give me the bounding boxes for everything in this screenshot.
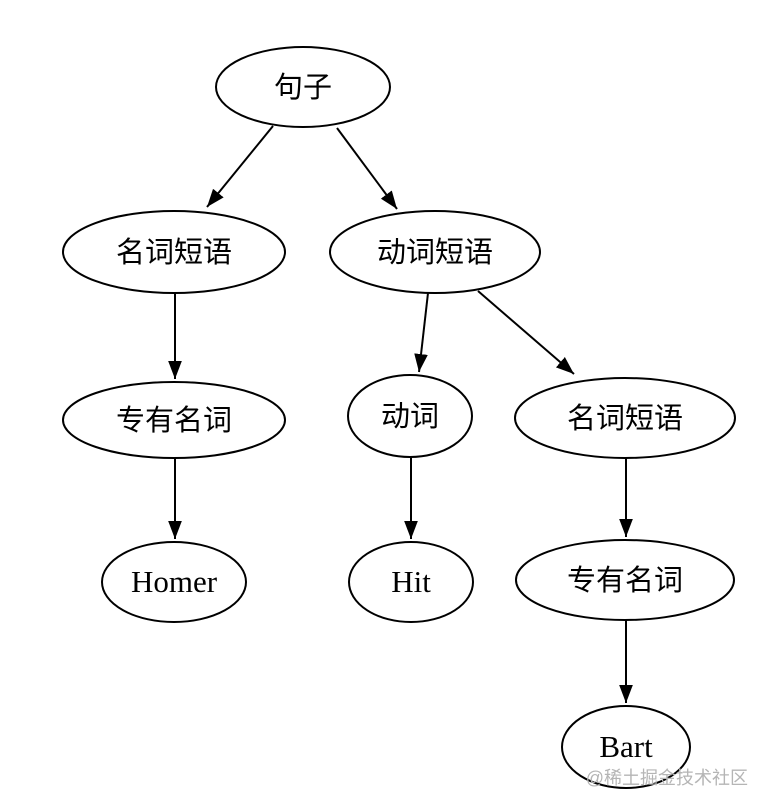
edge-vp-to-verb [414,292,429,373]
node-noun-phrase-right-label: 名词短语 [567,402,683,435]
node-proper-noun-left-label: 专有名词 [116,404,232,437]
node-verb-ellipse [347,374,473,458]
edge-sentence-to-np-left [206,125,274,208]
watermark: @稀土掘金技术社区 [586,768,748,788]
node-proper-noun-right-label: 专有名词 [567,564,683,597]
node-sentence: 句子 [215,46,391,128]
node-noun-phrase-right-ellipse [514,377,736,459]
edge-sentence-to-vp [336,127,398,210]
node-sentence-label: 句子 [274,71,332,104]
node-sentence-ellipse [215,46,391,128]
node-proper-noun-left: 专有名词 [62,381,286,459]
node-verb-phrase-ellipse [329,210,541,294]
node-homer-label: Homer [131,564,218,599]
node-proper-noun-right: 专有名词 [515,539,735,621]
node-bart-ellipse [561,705,691,789]
node-bart: Bart [561,705,691,789]
node-hit: Hit [348,541,474,623]
node-hit-ellipse [348,541,474,623]
node-verb-phrase-label: 动词短语 [377,236,493,269]
node-bart-label: Bart [599,729,653,764]
node-noun-phrase-left-label: 名词短语 [116,236,232,269]
node-noun-phrase-left: 名词短语 [62,210,286,294]
node-noun-phrase-left-ellipse [62,210,286,294]
node-verb-phrase: 动词短语 [329,210,541,294]
node-homer: Homer [101,541,247,623]
edge-vp-to-np-right [477,290,575,375]
edges [168,125,633,703]
node-noun-phrase-right: 名词短语 [514,377,736,459]
node-homer-ellipse [101,541,247,623]
node-hit-label: Hit [391,564,431,599]
node-proper-noun-right-ellipse [515,539,735,621]
node-verb: 动词 [347,374,473,458]
node-verb-label: 动词 [381,401,439,433]
node-proper-noun-left-ellipse [62,381,286,459]
